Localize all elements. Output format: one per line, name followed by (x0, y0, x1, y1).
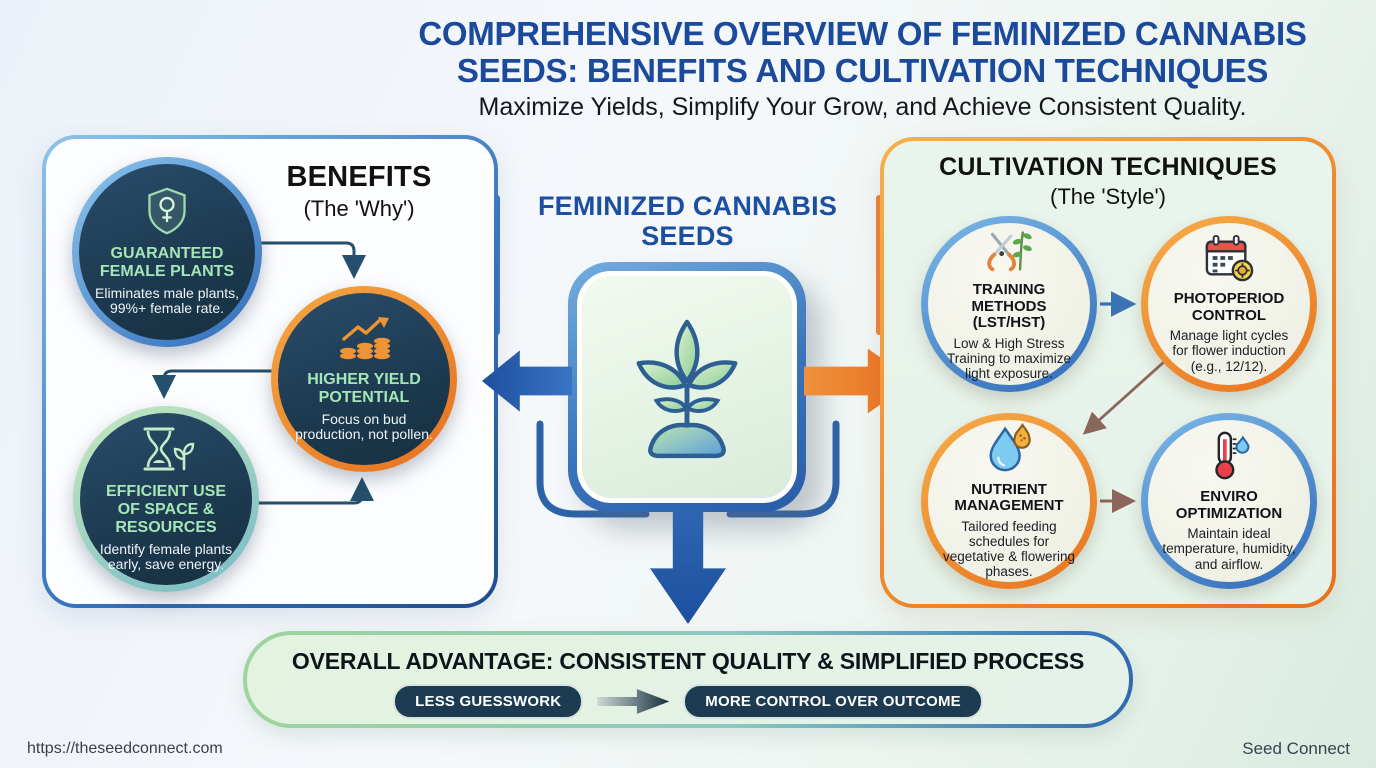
technique-title: TRAINING METHODS (LST/HST) (971, 281, 1047, 332)
page-title: COMPREHENSIVE OVERVIEW OF FEMINIZED CANN… (418, 15, 1307, 89)
benefits-panel: BENEFITS (The 'Why') GUARA (42, 135, 498, 608)
technique-desc: Manage light cycles for flower induction… (1169, 328, 1289, 374)
less-guesswork-pill: LESS GUESSWORK (393, 684, 584, 719)
technique-title: PHOTOPERIOD CONTROL (1173, 290, 1285, 324)
benefit-circle-efficient-use-space-resources: EFFICIENT USE OF SPACE & RESOURCES Ident… (73, 406, 259, 592)
technique-circle-photoperiod-control: PHOTOPERIOD CONTROL Manage light cycles … (1141, 216, 1317, 392)
pruning-shears-icon (983, 227, 1035, 278)
shield-female-icon (145, 187, 189, 240)
benefit-desc: Identify female plants early, save energ… (99, 540, 233, 573)
benefit-title: GUARANTEED FEMALE PLANTS (99, 244, 235, 280)
seedling-icon (623, 306, 751, 469)
cultivation-subheading: (The 'Style') (1050, 184, 1166, 209)
benefit-circle-guaranteed-female-plants: GUARANTEED FEMALE PLANTS Eliminates male… (72, 157, 262, 347)
technique-desc: Maintain ideal temperature, humidity, an… (1162, 526, 1296, 572)
technique-circle-training-methods: TRAINING METHODS (LST/HST) Low & High St… (921, 216, 1097, 392)
technique-title: NUTRIENT MANAGEMENT (954, 480, 1064, 515)
technique-desc: Tailored feeding schedules for vegetativ… (942, 518, 1076, 580)
overall-advantage-banner: OVERALL ADVANTAGE: CONSISTENT QUALITY & … (243, 631, 1133, 728)
more-control-pill: MORE CONTROL OVER OUTCOME (683, 684, 983, 719)
benefit-desc: Eliminates male plants, 99%+ female rate… (95, 284, 239, 317)
footer-url: https://theseedconnect.com (27, 740, 223, 757)
calendar-sun-icon (1202, 234, 1256, 287)
footer-brand: Seed Connect (1242, 739, 1350, 758)
page-subtitle: Maximize Yields, Simplify Your Grow, and… (478, 93, 1247, 121)
hourglass-plant-icon (137, 425, 195, 478)
benefit-circle-higher-yield-potential: HIGHER YIELD POTENTIAL Focus on bud prod… (271, 286, 457, 472)
benefit-desc: Focus on bud production, not pollen. (295, 410, 433, 443)
guesswork-to-control-arrow (597, 689, 670, 714)
center-seed-card (568, 262, 806, 512)
banner-heading: OVERALL ADVANTAGE: CONSISTENT QUALITY & … (291, 648, 1085, 674)
cultivation-panel: CULTIVATION TECHNIQUES (The 'Style') (880, 137, 1336, 608)
benefits-subheading: (The 'Why') (303, 196, 415, 221)
benefit-title: EFFICIENT USE OF SPACE & RESOURCES (105, 482, 226, 536)
technique-desc: Low & High Stress Training to maximize l… (946, 335, 1072, 381)
technique-title: ENVIRO OPTIMIZATION (1175, 488, 1283, 522)
benefits-heading: BENEFITS (286, 161, 432, 193)
coins-growth-icon (336, 315, 392, 366)
technique-circle-nutrient-management: NUTRIENT MANAGEMENT Tailored feeding sch… (921, 413, 1097, 589)
arrow-to-banner (650, 508, 726, 624)
technique-circle-enviro-optimization: ENVIRO OPTIMIZATION Maintain ideal tempe… (1141, 413, 1317, 589)
benefit-title: HIGHER YIELD POTENTIAL (307, 370, 421, 406)
center-title: FEMINIZED CANNABIS SEEDS (537, 191, 838, 251)
water-drop-icon (986, 422, 1032, 478)
cultivation-heading: CULTIVATION TECHNIQUES (939, 153, 1277, 181)
thermometer-icon (1206, 430, 1252, 485)
